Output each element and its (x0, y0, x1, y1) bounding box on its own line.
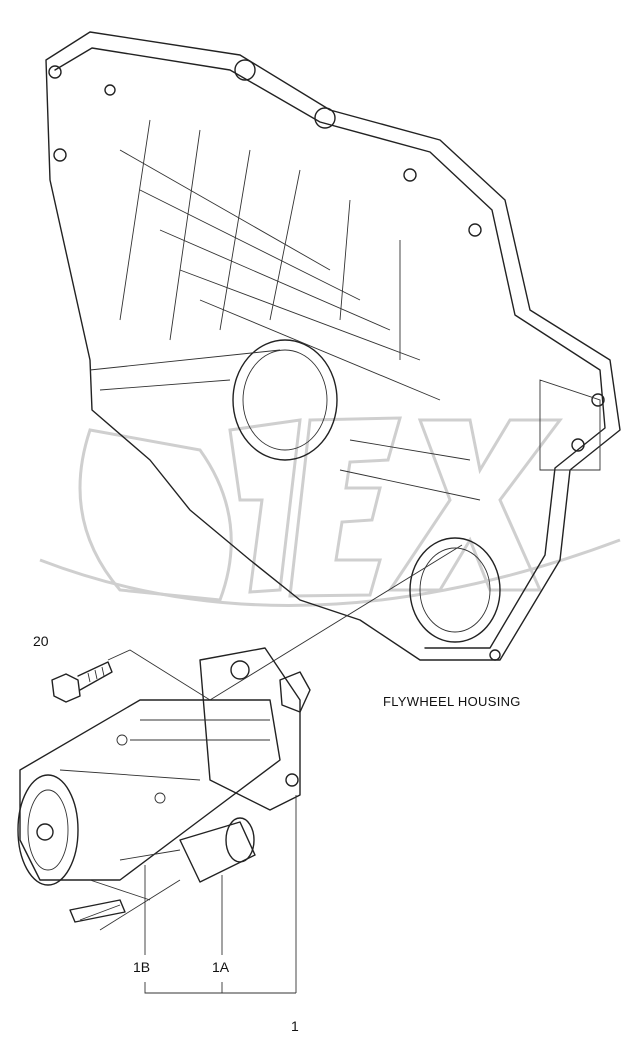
part-1b-callout-label: 1B (133, 959, 151, 975)
watermark-logo (39, 416, 621, 607)
assembly-callout-label: 1 (291, 1018, 299, 1034)
part-1a-callout-label: 1A (212, 959, 230, 975)
bolt-callout-label: 20 (33, 633, 49, 649)
bolt-drawing (51, 661, 113, 703)
starter-motor-drawing (17, 647, 311, 931)
leader-bolt-to-housing (107, 544, 463, 701)
flywheel-housing-label: FLYWHEEL HOUSING (383, 694, 521, 709)
flywheel-housing-drawing (45, 31, 621, 661)
callout-lines (144, 795, 297, 994)
